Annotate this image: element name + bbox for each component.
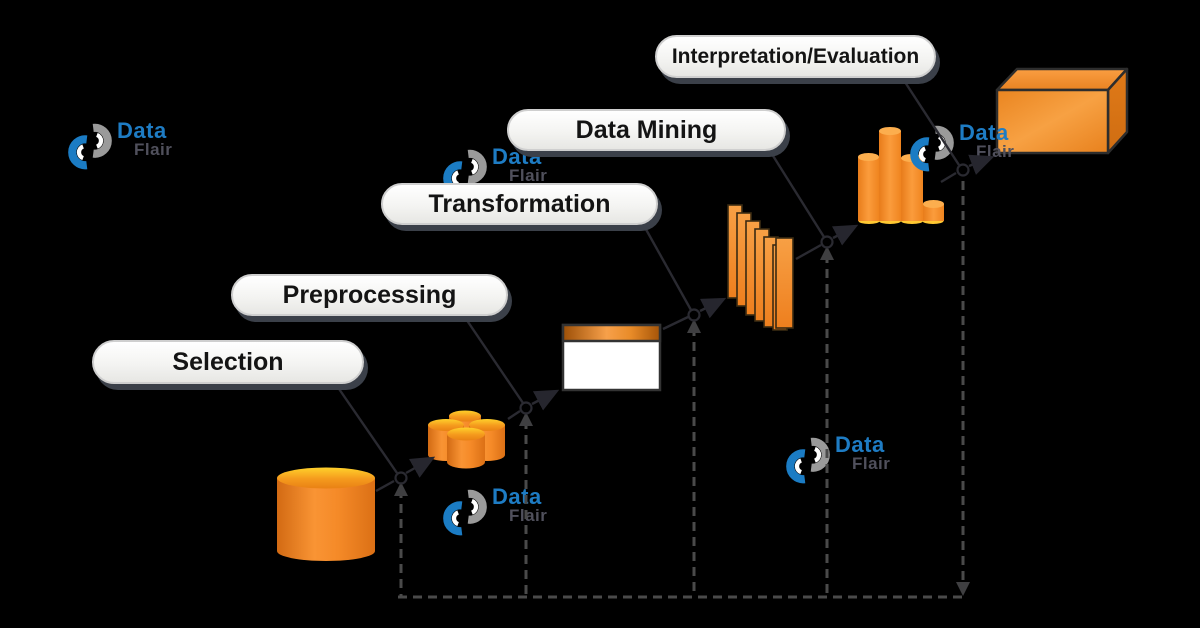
brand-data-text: Data [492,144,542,169]
stage-label-transformation: Transformation [381,183,658,225]
stage-label-data-mining: Data Mining [507,109,786,151]
knowledge-cube-icon [995,67,1129,155]
brand-flair-text: Flair [509,166,548,185]
data-table-icon [561,323,662,392]
junction-nodes [394,163,970,485]
stage-label-selection: Selection [92,340,364,384]
flow-lines [336,78,995,493]
stage-label-text: Preprocessing [282,280,457,309]
dataflair-logo: Data Flair [908,122,1014,176]
database-cylinder-icon [277,467,375,561]
stage-label-interpretation-evaluation: Interpretation/Evaluation [655,35,936,78]
stage-label-text: Data Mining [575,115,718,144]
stage-label-text: Transformation [428,189,611,218]
dataflair-wordmark: Data Flair [117,118,173,159]
dataflair-wordmark: Data Flair [835,432,891,473]
stage-label-preprocessing: Preprocessing [231,274,508,316]
brand-data-text: Data [117,118,167,143]
dataflair-wordmark: Data Flair [492,144,548,185]
stage-label-text: Selection [172,347,284,376]
dataflair-icon [68,123,112,170]
dataflair-icon [443,489,487,536]
feedback-dashed-lines [398,181,965,599]
brand-data-text: Data [959,120,1009,145]
brand-data-text: Data [492,484,542,509]
feedback-arrowheads [394,246,970,596]
sliced-stack-icon [727,204,794,331]
dataflair-logo: Data Flair [66,120,172,174]
brand-flair-text: Flair [134,140,173,159]
clustered-cylinders-icon [428,410,505,469]
brand-flair-text: Flair [852,454,891,473]
dataflair-logo: Data Flair [441,486,547,540]
dataflair-wordmark: Data Flair [492,484,548,525]
brand-data-text: Data [835,432,885,457]
stage-label-text: Interpretation/Evaluation [671,44,920,68]
brand-flair-text: Flair [509,506,548,525]
